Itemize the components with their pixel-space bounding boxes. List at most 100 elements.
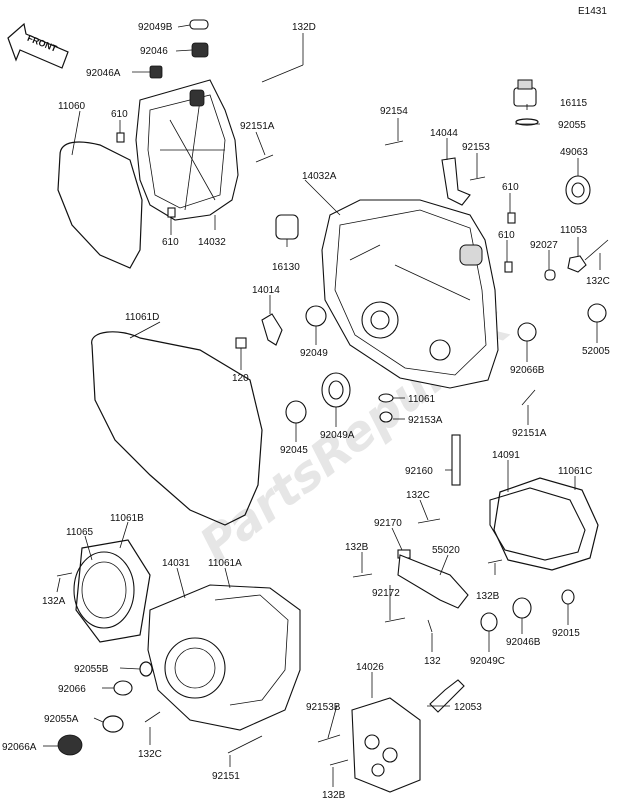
- label-92066A: 92066A: [2, 742, 37, 753]
- oring-92055: [515, 118, 539, 126]
- label-92066B: 92066B: [510, 365, 545, 376]
- label-12053: 12053: [454, 702, 482, 713]
- label-92153A: 92153A: [408, 415, 443, 426]
- label-14044: 14044: [430, 128, 458, 139]
- label-11061B: 11061B: [110, 513, 144, 524]
- label-14032: 14032: [198, 237, 226, 248]
- label-92151A-top: 92151A: [240, 121, 275, 132]
- label-92015: 92015: [552, 628, 580, 639]
- label-92153B: 92153B: [306, 702, 341, 713]
- seal-92015: [561, 589, 575, 605]
- lever-14014: [261, 313, 283, 346]
- gasket-11061B: [75, 539, 151, 643]
- label-11061A: 11061A: [208, 558, 242, 569]
- label-92151: 92151: [212, 771, 240, 782]
- label-92172: 92172: [372, 588, 400, 599]
- label-92055B: 92055B: [74, 664, 109, 675]
- seal-52005: [587, 303, 607, 323]
- label-132B-c: 132B: [322, 790, 346, 800]
- label-14031: 14031: [162, 558, 190, 569]
- label-11065: 11065: [66, 527, 94, 538]
- plug-92066: [113, 680, 133, 696]
- label-132C-b: 132C: [138, 749, 162, 760]
- label-14014: 14014: [252, 285, 280, 296]
- seal-92046B: [512, 597, 532, 619]
- oring-92055B: [139, 661, 153, 677]
- label-132C-m: 132C: [406, 490, 430, 501]
- dowel-610b: [167, 207, 176, 218]
- label-92160: 92160: [405, 466, 433, 477]
- label-92055: 92055: [558, 120, 586, 131]
- washer-92153A: [379, 411, 393, 423]
- seal-92045: [285, 400, 307, 424]
- oil-cap-16115: [513, 79, 537, 107]
- bearing-92046A: [149, 65, 163, 79]
- label-610a: 610: [111, 109, 128, 120]
- label-92046B: 92046B: [506, 637, 541, 648]
- cover-14091: [489, 487, 586, 561]
- label-92066: 92066: [58, 684, 86, 695]
- label-92046: 92046: [140, 46, 168, 57]
- dowel-610d: [504, 261, 513, 273]
- label-16130: 16130: [272, 262, 300, 273]
- label-120: 120: [232, 373, 249, 384]
- dowel-610c: [507, 212, 516, 224]
- gasket-11060: [57, 141, 143, 269]
- cover-14031: [147, 584, 301, 731]
- label-92049: 92049: [300, 348, 328, 359]
- arm-12053: [429, 679, 465, 713]
- label-92045: 92045: [280, 445, 308, 456]
- diagram-id: E1431: [578, 6, 607, 17]
- label-92049A: 92049A: [320, 430, 355, 441]
- label-14026: 14026: [356, 662, 384, 673]
- dowel-610a: [116, 132, 125, 143]
- label-92049B: 92049B: [138, 22, 173, 33]
- label-92154: 92154: [380, 106, 408, 117]
- seal-92049: [305, 305, 327, 327]
- label-132D: 132D: [292, 22, 316, 33]
- cover-11065: [73, 551, 135, 629]
- label-610c: 610: [502, 182, 519, 193]
- front-arrow-icon: FRONT: [7, 22, 69, 69]
- label-132B-b: 132B: [476, 591, 500, 602]
- label-52005: 52005: [582, 346, 610, 357]
- label-92055A: 92055A: [44, 714, 79, 725]
- seal-92049B: [189, 19, 209, 30]
- seal-92066B: [517, 322, 537, 342]
- label-132: 132: [424, 656, 441, 667]
- label-11060: 11060: [58, 101, 86, 112]
- label-92027: 92027: [530, 240, 558, 251]
- label-132A: 132A: [42, 596, 66, 607]
- label-55020: 55020: [432, 545, 460, 556]
- label-610d: 610: [498, 230, 515, 241]
- cover-14026: [351, 697, 421, 793]
- label-610b: 610: [162, 237, 179, 248]
- label-14032A: 14032A: [302, 171, 337, 182]
- label-92170: 92170: [374, 518, 402, 529]
- nut-11053: [567, 255, 587, 273]
- shaft-92160: [451, 434, 461, 486]
- bracket-14044: [441, 157, 471, 206]
- label-11053: 11053: [560, 225, 588, 236]
- label-92049C: 92049C: [470, 656, 505, 667]
- part-labels: 92049B 132D 92046 92046A 11060 610 92151…: [2, 22, 610, 800]
- label-92046A: 92046A: [86, 68, 121, 79]
- plug-92066A: [57, 734, 83, 756]
- seal-92049C: [480, 612, 498, 632]
- label-92153: 92153: [462, 142, 490, 153]
- label-16115: 16115: [560, 98, 588, 109]
- washer-92027: [544, 269, 556, 281]
- label-11061D: 11061D: [125, 312, 159, 323]
- crankcase-cover-14032A: [321, 199, 499, 389]
- bracket-55020: [397, 554, 469, 609]
- gasket-11061C: [493, 477, 599, 571]
- oring-11061: [378, 393, 394, 403]
- gasket-11061D: [91, 331, 263, 526]
- label-11061: 11061: [408, 394, 436, 405]
- label-132B-a: 132B: [345, 542, 369, 553]
- oring-92055A: [102, 715, 124, 733]
- bolt-120: [235, 337, 247, 349]
- leader-lines: [43, 24, 601, 787]
- label-11061C: 11061C: [558, 466, 592, 477]
